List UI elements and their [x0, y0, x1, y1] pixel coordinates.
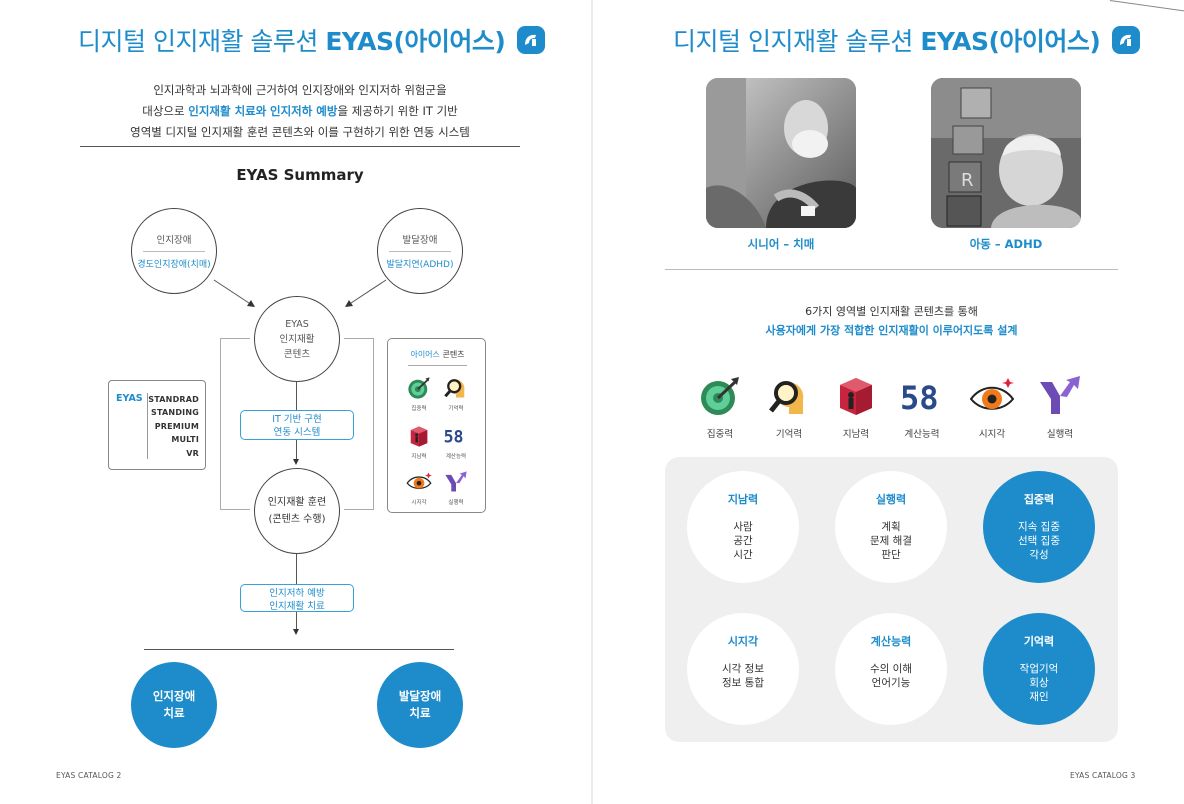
icon-item-execution: 실행력	[1025, 376, 1095, 440]
caption-senior: 시니어 – 치매	[747, 237, 815, 251]
cube-person-icon	[834, 376, 878, 416]
eye-icon	[969, 376, 1015, 416]
icon-item-orientation: 지남력	[821, 376, 891, 440]
right-page-title: 디지털 인지재활 솔루션 EYAS(아이어스)	[673, 22, 1140, 58]
left-page-title: 디지털 인지재활 솔루션 EYAS(아이어스)	[78, 22, 545, 58]
left-intro-line3: 영역별 디지털 인지재활 훈련 콘텐츠와 이를 구현하기 위한 연동 시스템	[130, 125, 470, 139]
svg-text:58: 58	[444, 428, 464, 447]
target-icon	[698, 376, 742, 416]
content-box-title: 아이어스 콘텐츠	[410, 350, 465, 359]
left-intro-line1: 인지과학과 뇌과학에 근거하여 인지장애와 인지저하 위험군을	[153, 83, 447, 97]
svg-text:58: 58	[900, 379, 939, 416]
digits-icon: 58	[900, 376, 944, 417]
eyas-tiers-label: EYAS	[116, 393, 143, 404]
left-intro: 인지과학과 뇌과학에 근거하여 인지장애와 인지저하 위험군을 대상으로 인지재…	[80, 80, 520, 143]
icon-item-visual: 시지각	[957, 376, 1027, 440]
eye-icon	[406, 469, 432, 495]
node-developmental-disorder: 발달장애 발달지연(ADHD)	[377, 208, 463, 294]
left-title-brand: EYAS(아이어스)	[325, 27, 506, 56]
photo-child: R	[931, 78, 1081, 228]
right-intro-line1: 6가지 영역별 인지재활 콘텐츠를 통해	[805, 305, 978, 318]
mini-concentration: 집중력	[399, 375, 439, 412]
fork-arrows-icon	[443, 469, 469, 495]
summary-title: EYAS Summary	[236, 166, 364, 184]
photo-senior	[706, 78, 856, 228]
pill-prevention: 인지저하 예방 인지재활 치료	[240, 584, 354, 612]
right-intro: 6가지 영역별 인지재활 콘텐츠를 통해 사용자에게 가장 적합한 인지재활이 …	[665, 302, 1118, 340]
left-title-prefix: 디지털 인지재활 솔루션	[78, 27, 318, 56]
left-divider	[80, 146, 520, 147]
mini-calculation: 58 계산능력	[436, 423, 476, 461]
cube-person-icon	[406, 423, 432, 449]
digits-icon: 58	[443, 423, 469, 449]
caption-child: 아동 – ADHD	[969, 237, 1043, 251]
mini-orientation: 지남력	[399, 423, 439, 460]
node-training: 인지재활 훈련 (콘텐츠 수행)	[254, 468, 340, 554]
right-title-brand: EYAS(아이어스)	[920, 27, 1101, 56]
node-eyas-content: EYAS 인지재활 콘텐츠	[254, 296, 340, 382]
corner-line	[1109, 0, 1184, 13]
mini-memory: 기억력	[436, 375, 476, 412]
right-bracket	[344, 338, 374, 510]
left-bracket	[220, 338, 250, 510]
pill-it-system: IT 기반 구현 연동 시스템	[240, 410, 354, 440]
magnifier-head-icon	[443, 375, 469, 401]
right-footer: EYAS CATALOG 3	[1070, 771, 1136, 780]
right-divider	[665, 269, 1118, 270]
magnifier-head-icon	[767, 376, 811, 416]
icon-item-calculation: 58 계산능력	[887, 376, 957, 440]
mini-execution: 실행력	[436, 469, 476, 506]
eyas-tiers-box: EYAS STANDRAD STANDING PREMIUM MULTI VR	[108, 380, 206, 470]
mini-visual: 시지각	[399, 469, 439, 506]
eyas-logo-icon	[516, 26, 545, 54]
arrow-down-icon	[293, 629, 299, 635]
outcome-divider	[144, 649, 454, 650]
fork-arrows-icon	[1038, 376, 1082, 416]
icon-item-memory: 기억력	[754, 376, 824, 440]
icon-item-concentration: 집중력	[685, 376, 755, 440]
node-cognitive-disorder: 인지장애 경도인지장애(치매)	[131, 208, 217, 294]
left-intro-line2: 대상으로 인지재활 치료와 인지저하 예방을 제공하기 위한 IT 기반	[142, 104, 458, 118]
right-intro-line2: 사용자에게 가장 적합한 인지재활이 이루어지도록 설계	[765, 324, 1018, 337]
summary-connectors	[213, 279, 387, 307]
eyas-logo-icon	[1111, 26, 1140, 54]
arrow-down-icon	[293, 459, 299, 465]
eyas-content-box: 아이어스 콘텐츠 집중력 기억력 지남력 58 계산능력 시지각 실행력	[387, 338, 486, 513]
right-title-prefix: 디지털 인지재활 솔루션	[673, 27, 913, 56]
eyas-tiers-list: STANDRAD STANDING PREMIUM MULTI VR	[148, 395, 199, 458]
target-icon	[406, 375, 432, 401]
svg-text:R: R	[961, 170, 974, 191]
left-footer: EYAS CATALOG 2	[56, 771, 122, 780]
page-spine	[591, 0, 593, 804]
